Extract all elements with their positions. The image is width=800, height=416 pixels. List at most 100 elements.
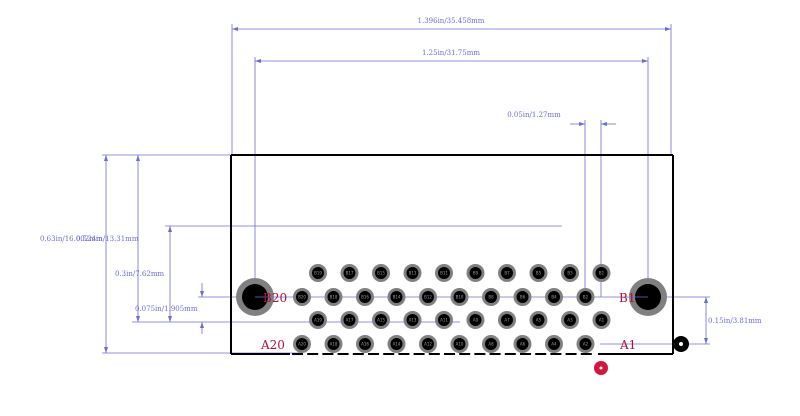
pin-pad: B2 <box>576 288 595 306</box>
connector-outline <box>230 154 674 355</box>
outline-dash <box>489 353 501 355</box>
outline-height-text: 0.524in/13.31mm <box>76 235 139 243</box>
pin-pad-label: A1 <box>599 318 605 323</box>
pin-pad-drill <box>312 267 324 279</box>
pin-pad-drill <box>327 338 340 350</box>
outline-dash <box>337 353 349 355</box>
fiducial-inner <box>679 342 683 346</box>
outline-dash <box>535 353 547 355</box>
pin-pad: A9 <box>466 311 485 329</box>
arrowhead <box>601 122 607 126</box>
pin-pad-label: B14 <box>393 295 401 300</box>
hole-spacing-text: 1.25in/31.75mm <box>422 49 480 57</box>
pin-pad-label: B17 <box>346 271 354 276</box>
pin-pad-drill <box>579 338 592 350</box>
overall-width-text: 1.396in/35.458mm <box>418 17 485 25</box>
label-a20: A20 <box>260 338 285 352</box>
pin-pad-drill <box>564 314 576 326</box>
body-depth-text: 0.3in/7.62mm <box>115 270 164 278</box>
pin-pad-drill <box>343 314 356 326</box>
outline-dash <box>413 353 425 355</box>
pin-pad-label: B16 <box>361 295 369 300</box>
pin-pad-drill <box>453 291 466 303</box>
pin-pad-label: B13 <box>409 271 417 276</box>
pin-pad-label: A14 <box>393 342 401 347</box>
pin-pitch-text: 0.05in/1.27mm <box>507 111 561 119</box>
arrowhead <box>104 347 108 353</box>
arrowhead <box>104 155 108 161</box>
outline-dash <box>459 353 471 355</box>
pin-pad: A10 <box>450 335 469 353</box>
arrowhead <box>665 27 671 31</box>
hole-offset-text: 0.15in/3.81mm <box>708 317 762 325</box>
pin-pad-label: A7 <box>504 318 510 323</box>
pin-pad-drill <box>548 291 560 303</box>
arrowhead <box>200 322 204 328</box>
outline-dash <box>444 353 455 355</box>
pin-pad: A20 <box>293 335 311 353</box>
reference-labels: B20 B1 A20 A1 <box>260 291 636 352</box>
pin-pad-drill <box>312 314 324 326</box>
arrowhead <box>255 59 261 63</box>
pin-pad: A2 <box>576 335 595 353</box>
pin-pad: B7 <box>498 264 516 282</box>
pin-pad: A12 <box>419 335 437 353</box>
pin-pad-drill <box>453 338 466 350</box>
pin-pad: A18 <box>324 335 343 353</box>
pin-pad-label: A4 <box>551 342 557 347</box>
pin-pad-drill <box>390 291 403 303</box>
pin-pad: B17 <box>340 264 359 282</box>
pin-pad-drill <box>516 338 529 350</box>
outline-dash <box>292 353 303 355</box>
pin-pad: A14 <box>387 335 406 353</box>
pin-pad-drill <box>548 338 560 350</box>
pin-pad-label: A9 <box>473 318 479 323</box>
pin-pad-drill <box>595 314 608 326</box>
pin-pad-label: A19 <box>314 318 322 323</box>
pin-pad: A1 <box>592 311 611 329</box>
pin-pad: A13 <box>403 311 422 329</box>
outline-dash <box>520 353 531 355</box>
pin1-marker-inner <box>599 366 603 370</box>
arrowhead <box>168 316 172 322</box>
pin-pad-label: B10 <box>456 295 464 300</box>
pin-pad-drill <box>422 338 434 350</box>
outline-dash <box>383 353 395 355</box>
pin-pad-label: A15 <box>377 318 385 323</box>
pin-pad: B18 <box>324 288 343 306</box>
pin-pad-drill <box>390 338 403 350</box>
pin-pad-label: A11 <box>440 318 448 323</box>
pin-pad-label: B12 <box>424 295 432 300</box>
arrowhead <box>232 27 238 31</box>
pin-pad: A5 <box>529 311 548 329</box>
pin-pad: B8 <box>482 288 500 306</box>
pin-pad-drill <box>327 291 340 303</box>
pin-pad-label: A17 <box>346 318 354 323</box>
dimension-lines <box>102 24 710 354</box>
pin-pad-drill <box>532 267 545 279</box>
pin-pad-label: B7 <box>504 271 510 276</box>
label-b20: B20 <box>263 291 287 305</box>
pin-pad: A4 <box>545 335 563 353</box>
pin-pad-drill <box>406 314 419 326</box>
pin-pad-drill <box>564 267 576 279</box>
pin-pad-drill <box>469 314 482 326</box>
pin-pad-label: A10 <box>456 342 464 347</box>
pin-pad-drill <box>375 267 387 279</box>
pin-pad-label: B6 <box>520 295 526 300</box>
pin-pad-label: B4 <box>551 295 557 300</box>
outline-dash <box>550 353 562 355</box>
dimension-texts: 1.396in/35.458mm 1.25in/31.75mm 0.05in/1… <box>40 17 762 325</box>
pin-pad-drill <box>516 291 529 303</box>
pin-pad-drill <box>485 291 497 303</box>
pin-pad: B6 <box>513 288 532 306</box>
outline-dash <box>428 353 440 355</box>
pin-pad-label: B20 <box>298 295 306 300</box>
pin-pad: B5 <box>529 264 548 282</box>
outline-dash <box>580 353 592 355</box>
label-a1: A1 <box>619 338 636 352</box>
pin-pad-label: A3 <box>567 318 573 323</box>
pin-pad-drill <box>375 314 387 326</box>
pin-pad-label: A12 <box>424 342 432 347</box>
